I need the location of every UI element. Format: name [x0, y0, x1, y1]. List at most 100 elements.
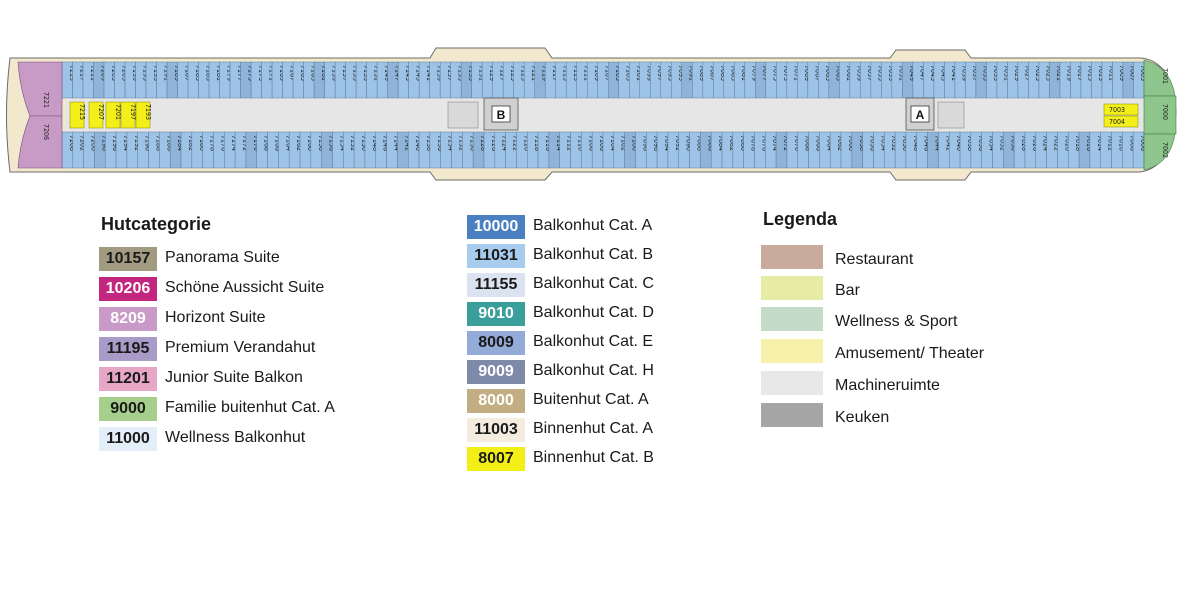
- cabin-number: 7185: [194, 65, 202, 81]
- staircase-a-label: A: [916, 108, 925, 122]
- cabin-number: 7109: [593, 65, 601, 81]
- cabin-number: 7110: [576, 135, 584, 151]
- cabin-number: 7193: [152, 65, 160, 81]
- cabin-number: 7012: [1107, 135, 1115, 151]
- category-label: Schöne Aussicht Suite: [165, 279, 325, 296]
- category-swatch: 8000: [467, 389, 525, 413]
- cabin-number: 7153: [362, 65, 370, 81]
- inner-cabin: [69, 101, 85, 129]
- area-label: Bar: [835, 282, 860, 299]
- category-label: Binnenhut Cat. B: [533, 449, 654, 466]
- cabin-number: 7191: [162, 65, 170, 81]
- cabin-number: 7045: [929, 65, 937, 81]
- cabin-number: 7121: [530, 65, 538, 81]
- category-swatch: 9010: [467, 302, 525, 326]
- cabin-number: 7086: [706, 135, 714, 151]
- cabin-number: 7057: [866, 65, 874, 81]
- cabin-number: 7017: [1076, 65, 1084, 81]
- cabin-number: 7056: [869, 135, 877, 151]
- cabin-number: 7022: [1053, 135, 1061, 151]
- cabin-number: 7207: [97, 104, 105, 120]
- elevator-block: [937, 101, 965, 129]
- category-label: Balkonhut Cat. C: [533, 275, 654, 292]
- cabin-number: 7203: [120, 65, 128, 81]
- cabin-number: 7040: [955, 135, 963, 151]
- cabin-number: 7179: [225, 65, 233, 81]
- area-swatch: [761, 245, 823, 269]
- category-swatch: 11195: [99, 337, 157, 361]
- cabin-number: 7008: [1128, 135, 1136, 151]
- cabin-number: 7199: [131, 65, 139, 81]
- cabin-number: 7170: [252, 135, 260, 151]
- cabin-number: 7029: [1013, 65, 1021, 81]
- cabin-number: 7184: [176, 135, 184, 151]
- elevator-block: [447, 101, 479, 129]
- cabin-number: 7188: [154, 135, 162, 151]
- bow-cabin: [1143, 133, 1176, 171]
- cabin-number: 7178: [209, 135, 217, 151]
- cabin-number: 7013: [1097, 65, 1105, 81]
- cabin-number: 7172: [241, 135, 249, 151]
- cabin-number: 7177: [236, 65, 244, 81]
- cabin-number: 7032: [998, 135, 1006, 151]
- cabin-number: 7087: [709, 65, 717, 81]
- cabin-number: 7070: [793, 135, 801, 151]
- cabin-number: 7116: [544, 135, 552, 151]
- cabin-number: 7162: [295, 135, 303, 151]
- cabin-number: 7150: [360, 135, 368, 151]
- cabin-number: 7193: [144, 104, 152, 120]
- cabin-number: 7025: [1034, 65, 1042, 81]
- cabin-number: 7042: [944, 135, 952, 151]
- cabin-number: 7071: [793, 65, 801, 81]
- area-label: Keuken: [835, 409, 890, 426]
- cabin-number: 7169: [278, 65, 286, 81]
- cabin-number: 7129: [488, 65, 496, 81]
- cabin-number: 7149: [383, 65, 391, 81]
- cabin-number: 7156: [328, 135, 336, 151]
- cabin-number: 7217: [78, 65, 86, 81]
- cabin-number: 7063: [835, 65, 843, 81]
- cabin-number: 7079: [751, 65, 759, 81]
- cabin-number: 7010: [1117, 135, 1125, 151]
- cabin-number: 7023: [1045, 65, 1053, 81]
- area-label: Wellness & Sport: [835, 313, 958, 330]
- cabin-number: 7044: [934, 135, 942, 151]
- cabin-number: 7098: [641, 135, 649, 151]
- cabin-number: 7096: [652, 135, 660, 151]
- cabin-number: 7189: [173, 65, 181, 81]
- cabin-number: 7147: [393, 65, 401, 81]
- cabin-number: 7069: [803, 65, 811, 81]
- cabin-number: 7061: [845, 65, 853, 81]
- cabin-number: 7140: [414, 135, 422, 151]
- cabin-number: 7001: [1161, 68, 1169, 84]
- area-label: Amusement/ Theater: [835, 345, 985, 362]
- cabin-number: 7195: [141, 65, 149, 81]
- cabin-number: 7174: [230, 135, 238, 151]
- cabin-number: 7081: [740, 65, 748, 81]
- cabin-number: 7141: [425, 65, 433, 81]
- cabin-number: 7052: [890, 135, 898, 151]
- cabin-number: 7128: [479, 135, 487, 151]
- cabin-number: 7009: [1118, 65, 1126, 81]
- cabin-number: 7123: [519, 65, 527, 81]
- cabin-number: 7003: [1109, 106, 1125, 114]
- cabin-number: 7154: [338, 135, 346, 151]
- cabin-number: 7075: [772, 65, 780, 81]
- bow-cabin: [1143, 95, 1177, 135]
- cabin-number: 7047: [919, 65, 927, 81]
- cabin-number: 7067: [814, 65, 822, 81]
- area-label: Restaurant: [835, 251, 914, 268]
- category-label: Balkonhut Cat. A: [533, 217, 653, 234]
- cabin-number: 7173: [257, 65, 265, 81]
- cabin-number: 7107: [604, 65, 612, 81]
- cabin-number: 7157: [341, 65, 349, 81]
- cabin-number: 7146: [382, 135, 390, 151]
